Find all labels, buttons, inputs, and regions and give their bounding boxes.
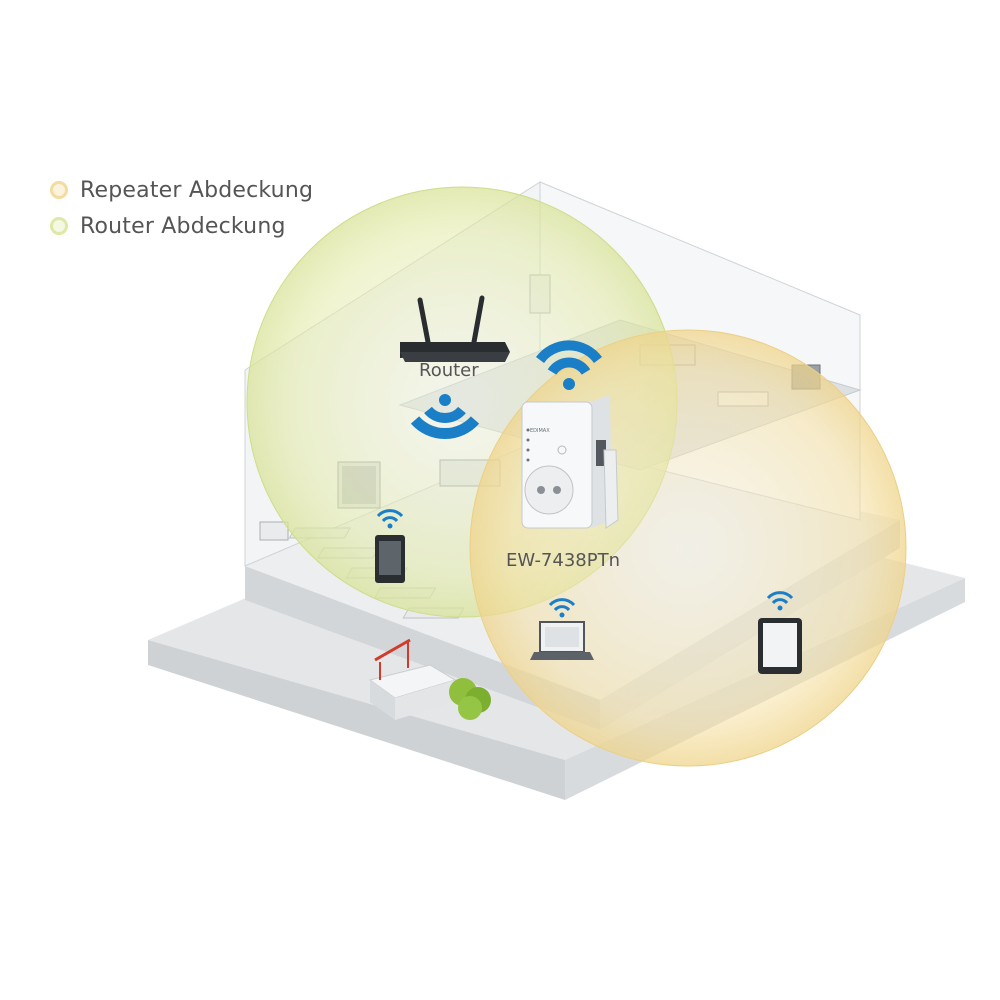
bush bbox=[449, 678, 491, 720]
router-device-icon bbox=[400, 295, 510, 362]
brand-label: EDIMAX bbox=[530, 428, 550, 434]
legend-item-repeater: Repeater Abdeckung bbox=[50, 172, 313, 208]
wifi-signal-icon bbox=[535, 340, 603, 390]
repeater-coverage-swatch bbox=[50, 181, 68, 199]
coverage-legend: Repeater Abdeckung Router Abdeckung bbox=[50, 172, 313, 244]
repeater-coverage-zone bbox=[469, 329, 907, 767]
legend-label-router: Router Abdeckung bbox=[80, 213, 286, 239]
legend-label-repeater: Repeater Abdeckung bbox=[80, 177, 314, 203]
wifi-signal-icon bbox=[766, 591, 794, 611]
wifi-signal-icon bbox=[548, 598, 576, 618]
legend-item-router: Router Abdeckung bbox=[50, 208, 313, 244]
laptop-icon bbox=[530, 621, 594, 660]
repeater-model-label: EW-7438PTn bbox=[506, 550, 621, 571]
wifi-signal-icon bbox=[410, 394, 480, 439]
entrance-stairs bbox=[368, 638, 457, 720]
repeater-plug-icon bbox=[521, 395, 619, 529]
tablet-icon bbox=[758, 618, 802, 674]
smartphone-icon bbox=[375, 535, 405, 583]
router-coverage-swatch bbox=[50, 217, 68, 235]
router-label: Router bbox=[419, 360, 479, 381]
wifi-signal-icon bbox=[376, 509, 404, 529]
